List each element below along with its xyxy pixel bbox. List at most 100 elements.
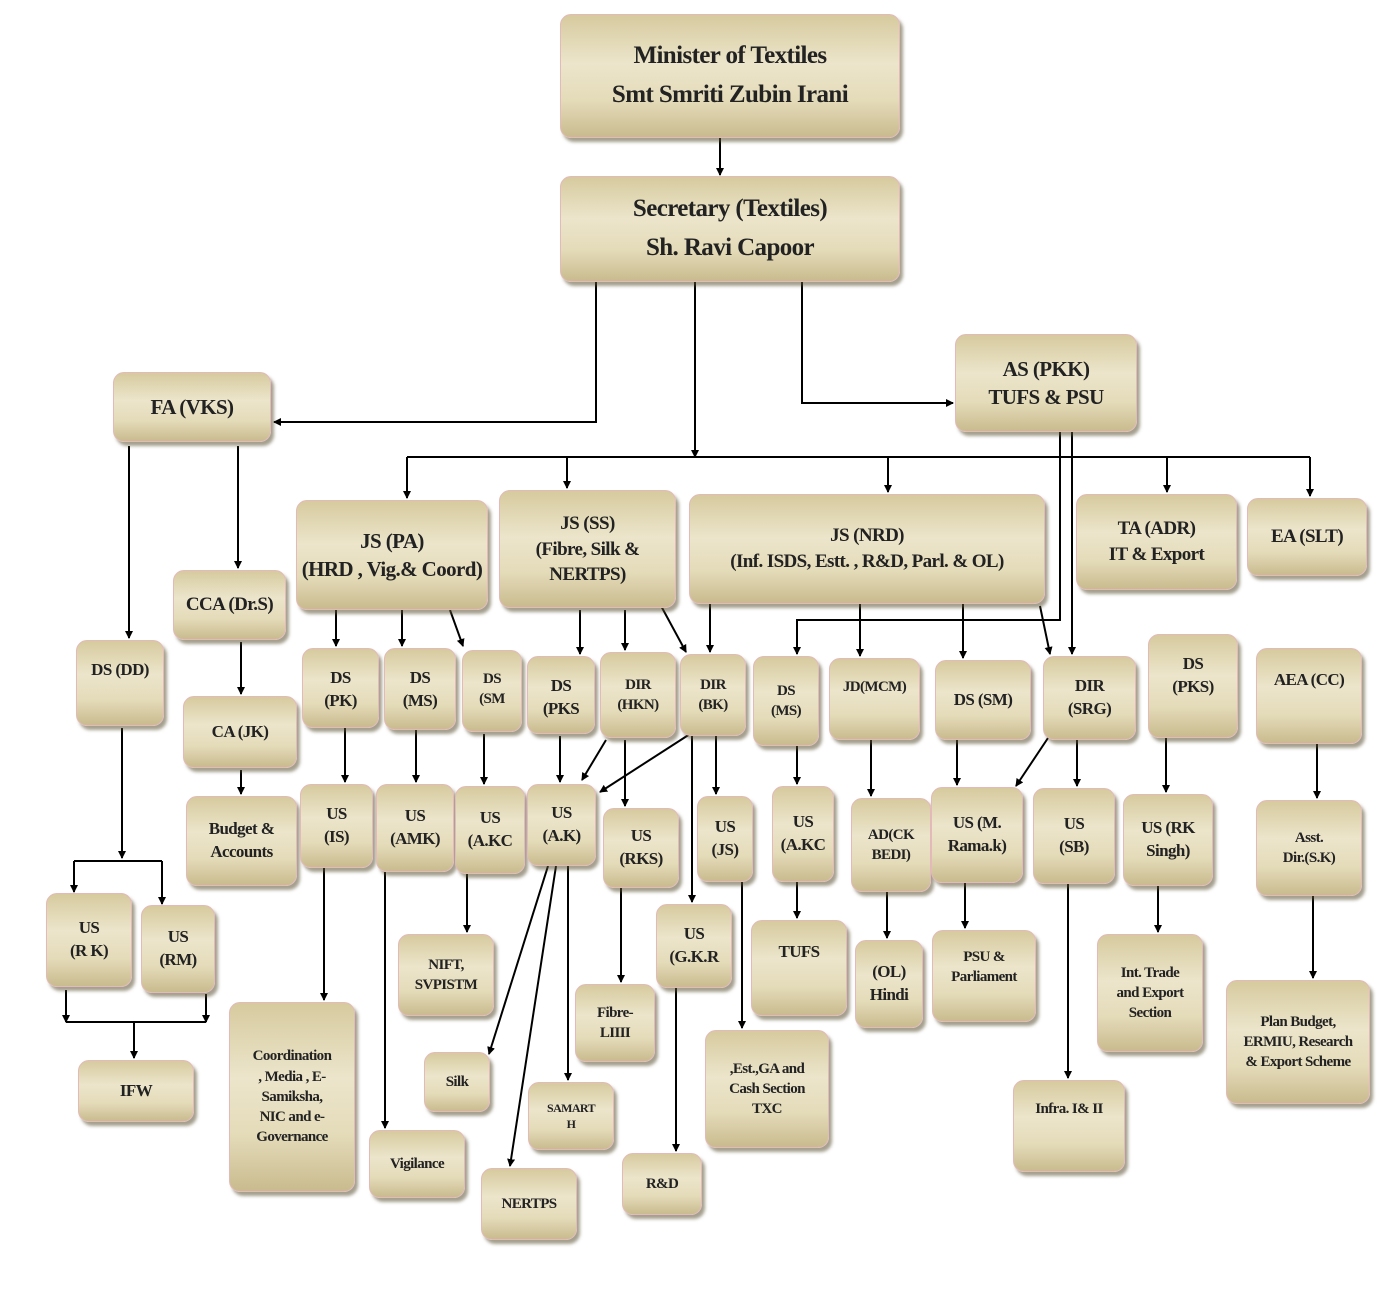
- node-label: Int. Trade and Export Section: [1116, 964, 1185, 1022]
- node-jd-mcm: JD(MCM): [829, 658, 920, 740]
- node-label: PSU & Parliament: [951, 949, 1017, 986]
- node-ca: CA (JK): [183, 696, 297, 768]
- node-label: Silk: [445, 1073, 469, 1090]
- node-label: DIR (BK): [698, 676, 728, 713]
- node-int-trade: Int. Trade and Export Section: [1097, 934, 1203, 1052]
- node-label: NERTPS: [501, 1195, 557, 1212]
- node-ds-sm-2: DS (SM): [935, 660, 1031, 740]
- node-label: JD(MCM): [842, 679, 907, 695]
- node-label: Fibre- LIIII: [596, 1004, 634, 1041]
- node-label: DS (MS): [770, 682, 802, 719]
- node-label: ,Est.,GA and Cash Section TXC: [729, 1060, 805, 1118]
- node-coordination: Coordination , Media , E- Samiksha, NIC …: [229, 1002, 355, 1192]
- node-label: AS (PKK) TUFS & PSU: [988, 356, 1104, 409]
- node-label: Secretary (Textiles) Sh. Ravi Capoor: [632, 195, 828, 261]
- node-infra: Infra. I& II: [1013, 1080, 1125, 1172]
- node-ds-pk: DS (PK): [302, 648, 379, 728]
- node-ds-dd: DS (DD): [76, 640, 164, 726]
- node-samarth: SAMART H: [528, 1082, 614, 1150]
- node-us-gkr: US (G.K.R: [656, 904, 732, 988]
- node-label: Coordination , Media , E- Samiksha, NIC …: [252, 1048, 332, 1146]
- node-label: US (RK Singh): [1141, 818, 1195, 860]
- node-label: US (A.KC: [467, 808, 513, 850]
- node-label: US (SB): [1059, 814, 1089, 856]
- node-rd: R&D: [622, 1153, 702, 1215]
- node-label: US (A.K): [542, 803, 581, 845]
- node-label: US (R K): [69, 918, 109, 960]
- node-ad-ck-bedi: AD(CK BEDI): [851, 798, 931, 892]
- node-ds-pks-2: DS (PKS): [1148, 634, 1238, 738]
- node-label: US (RKS): [619, 826, 663, 868]
- node-label: EA (SLT): [1270, 526, 1344, 548]
- node-label: DS (DD): [91, 660, 149, 679]
- node-label: DIR (SRG): [1067, 676, 1112, 718]
- node-plan-budget: Plan Budget, ERMIU, Research & Export Sc…: [1226, 980, 1370, 1104]
- node-label: NIFT, SVPISTM: [414, 956, 478, 993]
- node-as: AS (PKK) TUFS & PSU: [955, 334, 1137, 432]
- node-aea: AEA (CC): [1256, 648, 1362, 744]
- node-label: CA (JK): [211, 721, 269, 741]
- node-psu-parliament: PSU & Parliament: [932, 930, 1036, 1022]
- node-label: DS (SM): [953, 689, 1013, 709]
- node-us-amk: US (AMK): [376, 784, 454, 872]
- node-label: DS (MS): [402, 668, 438, 710]
- node-ds-ms: DS (MS): [384, 648, 456, 730]
- node-us-ak: US (A.K): [527, 784, 596, 866]
- node-nertps: NERTPS: [481, 1168, 577, 1240]
- node-label: R&D: [645, 1175, 679, 1192]
- node-est-ga: ,Est.,GA and Cash Section TXC: [705, 1030, 829, 1148]
- node-ea: EA (SLT): [1247, 498, 1367, 576]
- node-us-is: US (IS): [300, 784, 373, 868]
- node-label: IFW: [119, 1080, 153, 1100]
- node-vigilance: Vigilance: [369, 1130, 465, 1198]
- node-label: US (M. Rama.k): [947, 813, 1007, 855]
- node-label: US (RM): [159, 927, 197, 969]
- node-fibre: Fibre- LIIII: [575, 984, 655, 1062]
- node-ifw: IFW: [78, 1060, 194, 1122]
- node-label: AD(CK BEDI): [867, 826, 915, 863]
- node-label: Plan Budget, ERMIU, Research & Export Sc…: [1243, 1013, 1353, 1071]
- node-js-ss: JS (SS) (Fibre, Silk & NERTPS): [499, 490, 676, 608]
- node-label: Infra. I& II: [1035, 1101, 1103, 1117]
- node-label: Asst. Dir.(S.K): [1282, 829, 1336, 866]
- node-label: CCA (Dr.S): [185, 594, 274, 616]
- node-label: Budget & Accounts: [208, 819, 275, 861]
- node-ol-hindi: (OL) Hindi: [855, 940, 923, 1028]
- node-label: US (A.KC: [780, 812, 826, 854]
- node-label: US (IS): [324, 804, 350, 846]
- node-us-rk: US (R K): [46, 893, 132, 987]
- node-us-m-rama: US (M. Rama.k): [931, 787, 1023, 883]
- node-tufs: TUFS: [751, 920, 847, 1016]
- node-minister: Minister of Textiles Smt Smriti Zubin Ir…: [560, 14, 900, 138]
- node-label: US (G.K.R: [669, 924, 719, 966]
- node-ta: TA (ADR) IT & Export: [1076, 494, 1237, 590]
- node-label: AEA (CC): [1273, 670, 1345, 689]
- node-js-nrd: JS (NRD) (Inf. ISDS, Estt. , R&D, Parl. …: [689, 494, 1045, 604]
- node-label: US (JS): [711, 817, 739, 859]
- node-dir-hkn: DIR (HKN): [600, 652, 676, 738]
- node-fa: FA (VKS): [113, 372, 271, 442]
- node-us-rk-singh: US (RK Singh): [1123, 794, 1213, 886]
- node-label: (OL) Hindi: [869, 962, 909, 1004]
- node-label: Vigilance: [389, 1155, 445, 1172]
- node-label: DS (PK): [324, 668, 357, 710]
- node-label: DIR (HKN): [617, 676, 659, 713]
- node-silk: Silk: [424, 1052, 490, 1112]
- node-nift: NIFT, SVPISTM: [398, 934, 494, 1016]
- node-label: DS (PKS): [1172, 654, 1214, 696]
- node-label: Minister of Textiles Smt Smriti Zubin Ir…: [611, 42, 849, 108]
- node-secretary: Secretary (Textiles) Sh. Ravi Capoor: [560, 176, 900, 282]
- node-label: DS (SM: [479, 671, 505, 708]
- node-ds-sm: DS (SM: [462, 650, 522, 732]
- node-asst-dir: Asst. Dir.(S.K): [1256, 800, 1362, 896]
- node-dir-bk: DIR (BK): [680, 654, 746, 736]
- node-budget: Budget & Accounts: [186, 796, 297, 886]
- node-us-akc: US (A.KC: [455, 786, 525, 874]
- node-label: JS (PA) (HRD , Vig.& Coord): [301, 528, 483, 581]
- node-us-rm: US (RM): [141, 905, 215, 993]
- node-cca: CCA (Dr.S): [173, 570, 286, 640]
- node-us-akc-2: US (A.KC: [772, 786, 834, 882]
- node-label: TA (ADR) IT & Export: [1108, 518, 1205, 565]
